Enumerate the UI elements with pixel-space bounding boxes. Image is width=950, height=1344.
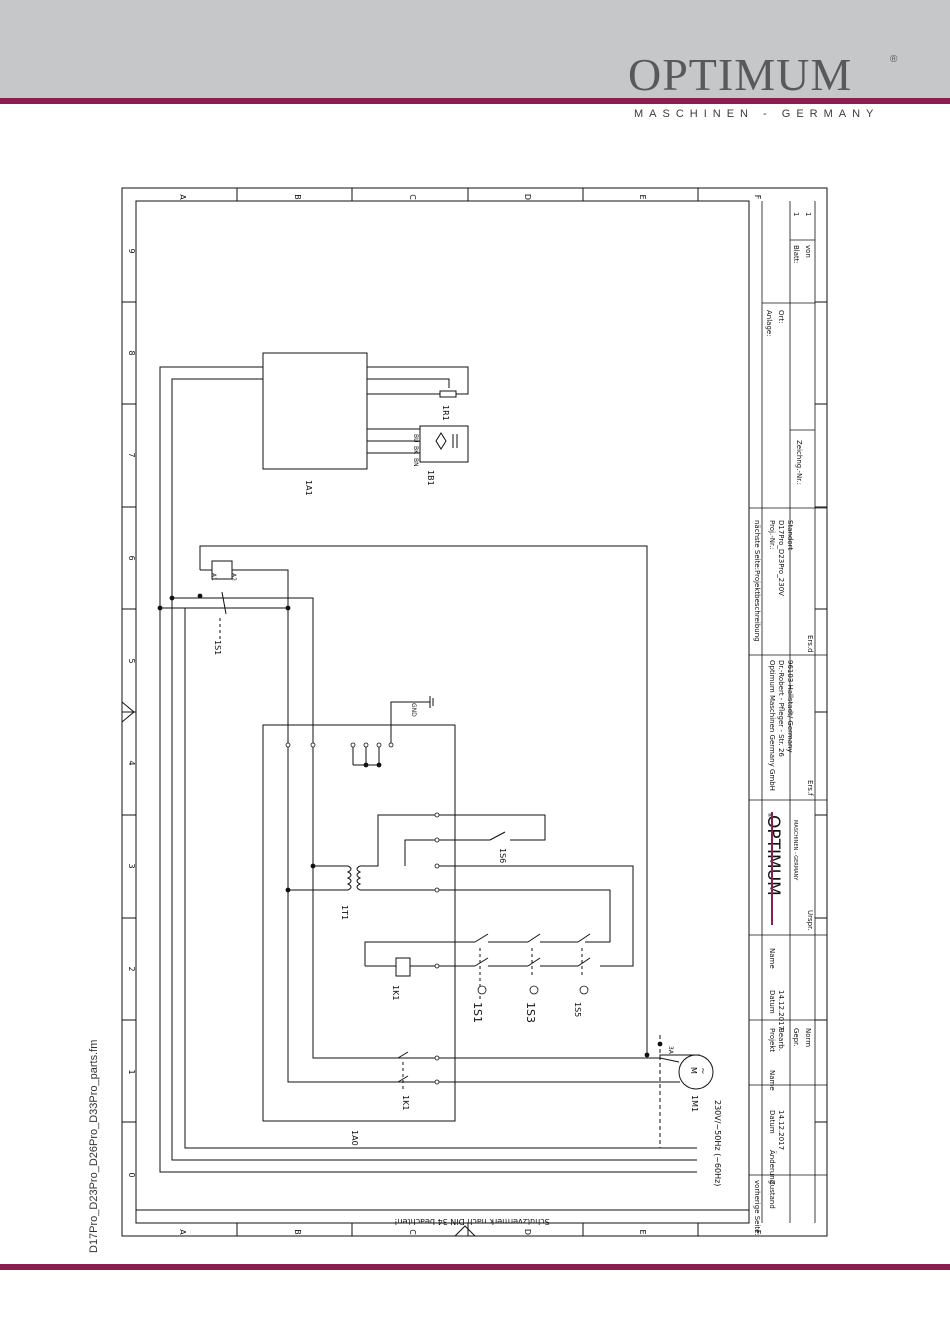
- title-project-description: Projektbeschreibung: [753, 570, 761, 642]
- title-location: Standort: [786, 520, 794, 551]
- coil-a2-label: A2: [230, 573, 237, 581]
- title-company-line2: Dr.-Robert - Pfleger - Str. 26: [777, 660, 785, 757]
- col-label-b-bottom: B: [293, 1229, 302, 1235]
- title-company-line3: 96103 Hallstadt/ Germany: [786, 660, 794, 753]
- title-company-line1: Optimum Maschinen Germany GmbH: [768, 660, 776, 791]
- title-ursprung: Urspr.: [806, 910, 814, 931]
- col-label-f-bottom: F: [753, 1230, 762, 1235]
- col-label-e-bottom: E: [638, 1229, 647, 1234]
- title-of: 1: [804, 212, 812, 216]
- row-label-0: 0: [127, 1172, 136, 1177]
- title-date-value2: 14.12.2017: [777, 990, 785, 1030]
- title-ers-d: Ers.d: [806, 635, 814, 653]
- title-sheet-label: Blatt:: [792, 245, 800, 264]
- label-1s6: 1S6: [498, 848, 507, 863]
- title-proj-nr-label: Proj.-Nr.:: [768, 520, 776, 550]
- label-1s1-button: 1S1: [471, 1002, 484, 1023]
- title-bearb: Bearb.: [777, 1028, 785, 1051]
- label-1r1: 1R1: [441, 405, 450, 421]
- module-1a0: [262, 724, 456, 1122]
- title-drawing-nr: Zeichng.-Nr.:: [795, 440, 803, 485]
- frame-outer: [121, 187, 828, 1237]
- row-label-8: 8: [127, 350, 136, 355]
- brand-logo: OPTIMUM: [628, 49, 853, 100]
- col-label-e: E: [638, 194, 647, 199]
- label-1t1: 1T1: [340, 905, 349, 920]
- label-1m1: 1M1: [690, 1095, 699, 1112]
- coil-a1-label: A1: [210, 573, 217, 581]
- title-norm: Norm: [804, 1028, 812, 1047]
- title-place: Ort:: [777, 310, 785, 324]
- row-label-4: 4: [127, 760, 136, 765]
- header-rule: [0, 98, 950, 104]
- row-label-1: 1: [127, 1069, 136, 1074]
- col-label-d-bottom: D: [523, 1229, 532, 1235]
- col-label-c: C: [408, 194, 417, 200]
- title-gepr: Gepr.: [792, 1028, 800, 1047]
- protection-note: Schutzvermerk nach DIN 34 beachten!: [394, 1217, 549, 1226]
- title-next-page: nächste Seite:: [753, 520, 761, 570]
- row-label-7: 7: [127, 452, 136, 457]
- frame-inner: [135, 200, 750, 1224]
- page-header: [0, 0, 950, 98]
- row-label-3: 3: [127, 863, 136, 868]
- brand-registered-mark: ®: [890, 54, 898, 65]
- relay-coil-1k1: [395, 957, 411, 977]
- title-date2: Datum: [768, 990, 776, 1014]
- title-small-logo-tag: MASCHINEN - GERMANY: [792, 820, 798, 881]
- col-label-a-bottom: A: [178, 1229, 187, 1235]
- title-small-logo-reg: ®: [766, 812, 773, 818]
- col-label-b: B: [293, 194, 302, 200]
- title-project: Projekt: [768, 1028, 776, 1052]
- motor-1m1: [678, 1054, 714, 1090]
- col-label-d: D: [523, 194, 532, 200]
- label-1s1-switch: 1S1: [213, 640, 222, 655]
- wire-label-bk: BK: [412, 446, 419, 455]
- title-of-label: von: [804, 245, 812, 258]
- title-name2: Name: [768, 948, 776, 969]
- gnd-label: GND: [410, 703, 417, 717]
- label-1s5: 1S5: [573, 1002, 582, 1017]
- label-1s3: 1S3: [524, 1002, 537, 1023]
- row-label-6: 6: [127, 555, 136, 560]
- footer-rule: [0, 1264, 950, 1270]
- wire-label-bu: BU: [412, 434, 419, 443]
- phase-label: 3A: [667, 1046, 674, 1055]
- label-1a0: 1A0: [350, 1130, 359, 1146]
- row-label-2: 2: [127, 966, 136, 971]
- wire-label-bn: BN: [412, 458, 419, 467]
- title-status: Zustand: [768, 1180, 776, 1209]
- motor-wave-label: ~: [697, 1067, 707, 1075]
- title-sheet: 1: [792, 212, 800, 216]
- row-label-9: 9: [127, 248, 136, 253]
- title-date-value: 14.12.2017: [777, 1110, 785, 1150]
- title-name: Name: [768, 1070, 776, 1091]
- label-1b1: 1B1: [426, 470, 435, 486]
- brand-tagline: MASCHINEN - GERMANY: [634, 108, 880, 120]
- col-label-f: F: [753, 195, 762, 200]
- title-date: Datum: [768, 1110, 776, 1134]
- row-label-5: 5: [127, 658, 136, 663]
- supply-label: 230V/~50Hz (~60Hz): [713, 1100, 722, 1186]
- col-label-c-bottom: C: [408, 1229, 417, 1235]
- motor-m-label: M: [689, 1067, 698, 1074]
- label-1a1: 1A1: [304, 480, 313, 496]
- title-ers-f: Ers.f: [806, 780, 814, 796]
- title-plant: Anlage:: [765, 310, 773, 337]
- label-1k1-contact: 1K1: [401, 1095, 410, 1110]
- sensor-1b1: [419, 425, 469, 463]
- title-change: Änderung: [768, 1150, 777, 1184]
- title-proj-nr: D17Pro_D23Pro_230V: [777, 520, 785, 596]
- module-1a1: [262, 352, 368, 470]
- title-prev-page: vorherige Seite:: [753, 1180, 761, 1236]
- label-1k1-coil: 1K1: [391, 985, 400, 1000]
- col-label-a: A: [178, 194, 187, 200]
